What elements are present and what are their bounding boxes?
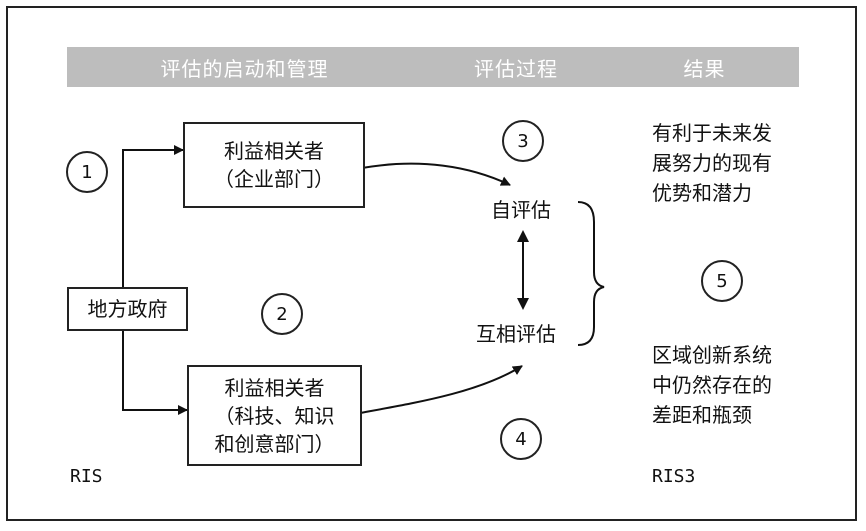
stakeholder-science-subtitle-2: 和创意部门） (214, 431, 335, 456)
stakeholder-business-subtitle: （企业部门） (214, 167, 334, 191)
step-marker-1-label: 1 (81, 161, 93, 183)
peer-evaluation-label: 互相评估 (476, 322, 556, 346)
self-evaluation-label: 自评估 (491, 198, 551, 222)
arrow-stakeholder-b-to-peer-eval (359, 365, 523, 414)
stakeholder-business-title: 利益相关者 (224, 139, 324, 163)
stakeholder-science-subtitle-1: （科技、知识 (214, 403, 335, 428)
result-gaps-line-3: 差距和瓶颈 (652, 403, 752, 427)
step-marker-3: 3 (502, 120, 544, 162)
header-stage-process-label: 评估过程 (474, 56, 558, 81)
arrow-stakeholder-a-to-self-eval (361, 162, 511, 186)
footer-ris3-label: RIS3 (652, 466, 696, 487)
step-marker-4-label: 4 (515, 428, 527, 450)
local-government-label: 地方政府 (87, 297, 168, 321)
result-strengths-line-3: 优势和潜力 (652, 181, 752, 205)
connector-gov-to-stakeholder-b (122, 328, 188, 415)
result-gaps-line-2: 中仍然存在的 (652, 373, 772, 397)
result-gaps: 区域创新系统 中仍然存在的 差距和瓶颈 (652, 340, 772, 430)
header-stage-initiation: 评估的启动和管理 (67, 47, 422, 87)
step-marker-2: 2 (261, 293, 303, 335)
step-marker-3-label: 3 (517, 130, 529, 152)
local-government-box: 地方政府 (67, 287, 188, 331)
curly-brace (577, 201, 605, 346)
result-strengths-line-2: 展努力的现有 (652, 151, 772, 175)
stakeholder-science-title: 利益相关者 (224, 375, 325, 400)
footer-ris-label: RIS (70, 466, 103, 487)
step-marker-5: 5 (701, 260, 743, 302)
step-marker-2-label: 2 (276, 303, 288, 325)
step-marker-1: 1 (66, 151, 108, 193)
stakeholder-science-box: 利益相关者 （科技、知识 和创意部门） (187, 365, 362, 466)
header-stage-result-label: 结果 (683, 56, 726, 81)
stakeholder-business-box: 利益相关者 （企业部门） (183, 122, 365, 208)
result-strengths-line-1: 有利于未来发 (652, 121, 772, 145)
header-stage-initiation-label: 评估的启动和管理 (160, 56, 329, 81)
header-stage-process: 评估过程 (422, 47, 610, 87)
header-stage-result: 结果 (610, 47, 799, 87)
step-marker-5-label: 5 (716, 270, 728, 292)
connector-gov-to-stakeholder-a (122, 145, 184, 289)
result-strengths: 有利于未来发 展努力的现有 优势和潜力 (652, 118, 772, 208)
step-marker-4: 4 (500, 418, 542, 460)
result-gaps-line-1: 区域创新系统 (652, 343, 772, 367)
